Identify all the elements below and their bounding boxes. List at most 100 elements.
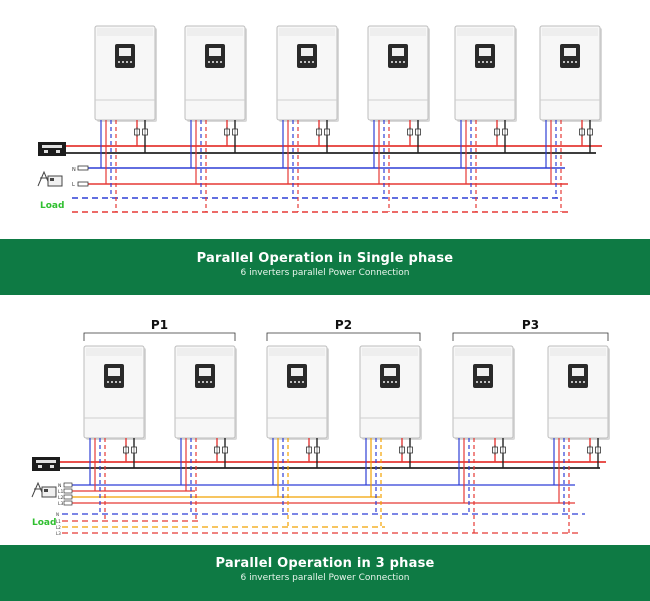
breaker-icon (595, 445, 601, 455)
inverter-body (174, 345, 236, 439)
inverter-screen (564, 48, 576, 56)
inverter-body (359, 345, 421, 439)
generator-vent (44, 489, 48, 492)
inverter-button (579, 381, 581, 383)
inverter-button (212, 61, 214, 63)
inverter-button (567, 61, 569, 63)
load-phase-label: L2 (56, 525, 61, 530)
inverter-screen (392, 48, 404, 56)
inverter-button (298, 381, 300, 383)
breaker-icon (232, 127, 238, 137)
battery-terminal (44, 150, 48, 153)
breaker-icon (224, 127, 230, 137)
inverter-button (478, 61, 480, 63)
three-phase-banner-subtitle: 6 inverters parallel Power Connection (240, 573, 410, 583)
inverter-button (399, 61, 401, 63)
phase-label: L1 (58, 489, 64, 495)
inverter-screen (108, 368, 120, 376)
breaker-icon (324, 127, 330, 137)
breaker-icon (494, 127, 500, 137)
inverter-button (210, 381, 212, 383)
single-phase-banner-subtitle: 6 inverters parallel Power Connection (240, 268, 410, 278)
breaker-icon (587, 127, 593, 137)
breaker-icon (222, 445, 228, 455)
inverter-icon (184, 25, 247, 122)
inverter-button (206, 381, 208, 383)
inverter-button (220, 61, 222, 63)
breaker-icon (131, 445, 137, 455)
group-bracket (266, 332, 421, 341)
load-label: Load (40, 201, 64, 211)
inverter-body (367, 25, 429, 121)
grid-source-icon (31, 481, 57, 498)
inverter-body (539, 25, 601, 121)
inverter-screen (119, 48, 131, 56)
inverter-button (490, 61, 492, 63)
inverter-icon (276, 25, 339, 122)
battery-icon (38, 142, 66, 156)
battery-terminal (56, 150, 60, 153)
generator-vent (50, 178, 54, 181)
breaker-icon (502, 127, 508, 137)
breaker-icon (415, 127, 421, 137)
inverter-button (304, 61, 306, 63)
inverter-icon (94, 25, 157, 122)
inverter-button (571, 61, 573, 63)
inverter-button (294, 381, 296, 383)
inverter-top-cap (97, 28, 153, 36)
three-phase-banner: Parallel Operation in 3 phase 6 inverter… (0, 545, 650, 601)
inverter-button (391, 381, 393, 383)
inverter-body (276, 25, 338, 121)
single-phase-banner: Parallel Operation in Single phase 6 inv… (0, 239, 650, 295)
inverter-button (476, 381, 478, 383)
inverter-body (94, 25, 156, 121)
inverter-button (312, 61, 314, 63)
inverter-button (208, 61, 210, 63)
group-label-p2: P2 (335, 318, 352, 332)
group-bracket (452, 332, 609, 341)
group-label-p3: P3 (522, 318, 539, 332)
inverter-button (486, 61, 488, 63)
inverter-icon (452, 345, 515, 440)
breaker-icon (63, 500, 73, 506)
breaker-icon (142, 127, 148, 137)
inverter-button (482, 61, 484, 63)
load-phase-label: L3 (56, 531, 61, 536)
breaker-icon (63, 488, 73, 494)
inverter-icon (367, 25, 430, 122)
breaker-icon (77, 165, 89, 171)
inverter-button (202, 381, 204, 383)
inverter-top-cap (370, 28, 426, 36)
inverter-button (571, 381, 573, 383)
inverter-body (454, 25, 516, 121)
inverter-top-cap (542, 28, 598, 36)
battery-label (42, 145, 62, 148)
battery-terminal (38, 465, 42, 468)
inverter-icon (266, 345, 329, 440)
inverter-button (387, 381, 389, 383)
breaker-icon (500, 445, 506, 455)
load-phase-label: L1 (56, 519, 61, 524)
inverter-button (575, 61, 577, 63)
battery-body (38, 142, 66, 156)
inverter-icon (454, 25, 517, 122)
battery-label (36, 460, 56, 463)
inverter-button (118, 61, 120, 63)
inverter-button (583, 381, 585, 383)
inverter-screen (572, 368, 584, 376)
inverter-button (122, 61, 124, 63)
inverter-icon (359, 345, 422, 440)
inverter-body (184, 25, 246, 121)
inverter-screen (477, 368, 489, 376)
inverter-button (488, 381, 490, 383)
breaker-icon (123, 445, 129, 455)
breaker-icon (579, 127, 585, 137)
generator (41, 486, 57, 498)
line-phase-label: L (72, 182, 75, 188)
phase-label: N (58, 483, 61, 489)
phase-label: L2 (58, 495, 64, 501)
inverter-top-cap (455, 348, 511, 356)
